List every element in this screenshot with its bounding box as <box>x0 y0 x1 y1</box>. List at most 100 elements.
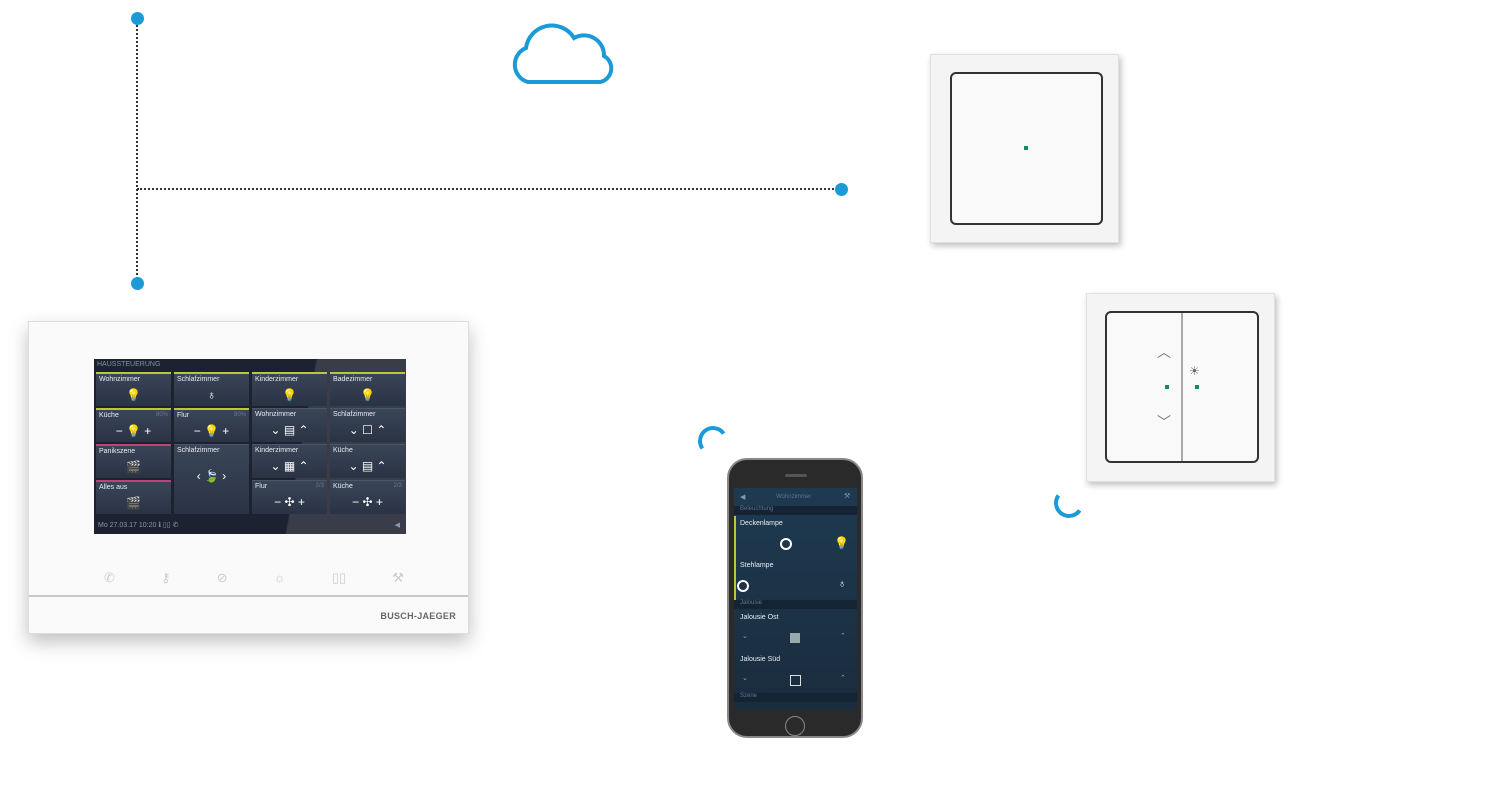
blind-icon <box>790 675 801 686</box>
list-item[interactable]: Deckenlampe <box>740 520 783 527</box>
room-tile[interactable]: Badezimmer 💡 <box>330 372 405 406</box>
tile-icon: ⌄ ▤ ⌃ <box>348 459 387 473</box>
key-icon[interactable]: ⚷ <box>161 570 171 585</box>
chevron-down-icon[interactable]: ⌄ <box>742 675 748 682</box>
tile-label: Flur <box>255 483 268 490</box>
tile-icon: ‹ 🍃 › <box>196 469 227 483</box>
room-tile[interactable]: Schlafzimmer ‹ 🍃 › <box>174 444 249 514</box>
section-header: Jalousie <box>734 600 857 609</box>
tile-label: Alles aus <box>99 484 128 491</box>
room-tile[interactable]: Panikszene🎬 <box>96 444 171 478</box>
connection-line-horizontal <box>137 188 841 190</box>
tile-label: Kinderzimmer <box>255 447 299 454</box>
app-title: Wohnzimmer <box>776 494 812 500</box>
tile-value: 80% <box>233 412 246 418</box>
node-dot <box>131 277 144 290</box>
brand-logo: BUSCH-JAEGER <box>380 611 456 621</box>
room-tile[interactable]: Kinderzimmer 💡 <box>252 372 327 406</box>
tile-label: Kinderzimmer <box>255 376 299 383</box>
tile-label: Wohnzimmer <box>255 411 297 418</box>
node-dot <box>131 12 144 25</box>
room-tile[interactable]: Alles aus🎬 <box>96 480 171 514</box>
tile-label: Küche <box>99 412 119 419</box>
tile-label: Schlafzimmer <box>333 411 376 418</box>
rocker-divider <box>1181 313 1183 461</box>
cloud-icon <box>512 23 614 84</box>
dimmer-slider[interactable] <box>780 538 792 550</box>
chevron-down-icon[interactable]: ⌄ <box>742 633 748 640</box>
room-tile[interactable]: Küche 2/3 − ✣ + <box>330 480 405 514</box>
room-tile[interactable]: Schlafzimmer ⌄ ☐ ⌃ <box>330 408 405 442</box>
wireless-icon <box>695 423 731 459</box>
tile-grid: Wohnzimmer💡Schlafzimmer♁Kinderzimmer💡Bad… <box>94 359 406 534</box>
tile-icon: ⌄ ▤ ⌃ <box>270 423 309 437</box>
room-tile[interactable]: Kinderzimmer ⌄ ▦ ⌃ <box>252 444 327 478</box>
group-accent-bar <box>734 516 736 600</box>
wrench-icon[interactable]: ⚒ <box>392 570 404 585</box>
tile-icon: − 💡 + <box>115 424 152 438</box>
phone-icon[interactable]: ✆ <box>104 570 115 585</box>
tile-icon: − ✣ + <box>274 495 305 509</box>
back-icon[interactable]: ◀ <box>740 494 746 501</box>
section-header: Beleuchtung <box>734 506 857 515</box>
chevron-down-icon[interactable]: ﹀ <box>1157 414 1171 430</box>
wrench-icon[interactable]: ⚒ <box>844 493 851 500</box>
smartphone: ◀ Wohnzimmer ⚒ Beleuchtung Deckenlampe 💡… <box>727 458 863 738</box>
door-icon[interactable]: ▯▯ <box>331 570 347 585</box>
tile-icon: 💡 <box>360 388 375 402</box>
light-icon[interactable]: ☀ <box>1189 364 1200 378</box>
bulb-off-icon[interactable]: ♁ <box>838 578 847 590</box>
list-item[interactable]: Stehlampe <box>740 562 774 569</box>
single-switch <box>930 54 1119 243</box>
tile-icon: ⌄ ▦ ⌃ <box>270 459 309 473</box>
room-tile[interactable]: Wohnzimmer ⌄ ▤ ⌃ <box>252 408 327 442</box>
tile-icon: 💡 <box>282 388 297 402</box>
status-led <box>1195 385 1199 389</box>
tile-label: Küche <box>333 447 353 454</box>
tile-value: 80% <box>155 412 168 418</box>
section-header: Szene <box>734 693 857 702</box>
room-tile[interactable]: Schlafzimmer ♁ <box>174 372 249 406</box>
touch-panel-device: HAUSSTEUERUNG Wohnzimmer 💡 Schlafzimmer ♁ Ki… <box>28 321 469 634</box>
bulb-on-icon[interactable]: 💡 <box>834 536 849 550</box>
tile-value: 2/3 <box>393 483 402 489</box>
connection-line-vertical <box>136 18 138 283</box>
home-button[interactable] <box>785 716 805 736</box>
tile-icon: ⌄ ☐ ⌃ <box>348 423 387 437</box>
panel-screen: HAUSSTEUERUNG Wohnzimmer 💡 Schlafzimmer ♁ Ki… <box>94 359 406 534</box>
tile-label: Panikszene <box>99 448 136 455</box>
tile-label: Schlafzimmer <box>177 376 220 383</box>
mute-icon[interactable]: ⊘ <box>216 570 228 585</box>
screen-title: HAUSSTEUERUNG <box>97 361 161 368</box>
tile-label: Küche <box>333 483 353 490</box>
tile-label: Flur <box>177 412 190 419</box>
tile-icon: 💡 <box>126 388 141 402</box>
room-tile[interactable]: Flur 80%− 💡 + <box>174 408 249 442</box>
tile-icon: − ✣ + <box>352 495 383 509</box>
dimmer-slider[interactable] <box>737 580 749 592</box>
tile-label: Badezimmer <box>333 376 373 383</box>
app-screen: ◀ Wohnzimmer ⚒ Beleuchtung Deckenlampe 💡… <box>734 488 857 710</box>
speaker-icon: ◀ <box>394 522 400 529</box>
tile-icon: ♁ <box>207 388 216 402</box>
chevron-up-icon[interactable]: ⌃ <box>840 675 846 682</box>
wireless-icon <box>1051 485 1087 521</box>
list-item[interactable]: Jalousie Ost <box>740 614 779 621</box>
room-tile[interactable]: Küche ⌄ ▤ ⌃ <box>330 444 405 478</box>
status-bar: Mo 27.03.17 10:20 ℹ ▯▯ ✆ <box>98 522 179 529</box>
blind-icon <box>790 633 800 643</box>
light-icon[interactable]: ☼ <box>273 570 286 585</box>
chevron-up-icon[interactable]: ︿ <box>1157 344 1171 360</box>
tile-label: Schlafzimmer <box>177 447 220 454</box>
tile-label: Wohnzimmer <box>99 376 141 383</box>
node-dot <box>835 183 848 196</box>
list-item[interactable]: Jalousie Süd <box>740 656 781 663</box>
tile-icon: − 💡 + <box>193 424 230 438</box>
chevron-up-icon[interactable]: ⌃ <box>840 633 846 640</box>
double-switch: ︿ ﹀ ☀ <box>1086 293 1275 482</box>
earpiece <box>785 474 807 477</box>
divider <box>29 595 468 597</box>
room-tile[interactable]: Wohnzimmer 💡 <box>96 372 171 406</box>
room-tile[interactable]: Küche 80%− 💡 + <box>96 408 171 442</box>
